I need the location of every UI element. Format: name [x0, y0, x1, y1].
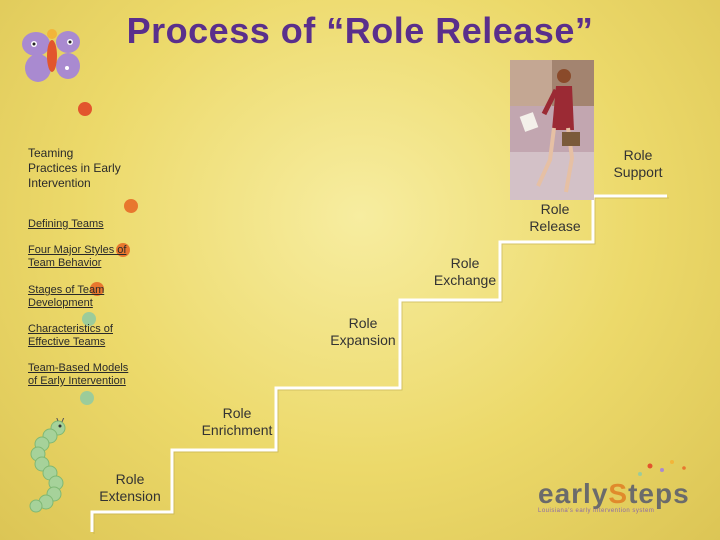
sparkle-dots-icon: [638, 460, 686, 476]
link-defining-teams[interactable]: Defining Teams: [28, 218, 104, 230]
logo-tagline: Louisiana's early intervention system: [538, 508, 655, 514]
decorative-dot: [82, 312, 96, 326]
butterfly-icon: [22, 29, 80, 82]
decorative-dot: [90, 282, 104, 296]
decorative-dot: [78, 102, 92, 116]
logo-wordmark: earlySteps: [538, 478, 690, 509]
woman-climbing-photo: [510, 60, 594, 200]
section-heading: Teaming Practices in Early Intervention: [28, 146, 121, 190]
early-steps-logo: earlySteps Louisiana's early interventio…: [538, 460, 690, 514]
decorative-dot: [124, 199, 138, 213]
decorative-dot: [80, 391, 94, 405]
caterpillar-icon: [29, 418, 66, 513]
page-title: Process of “Role Release”: [126, 10, 594, 51]
decorative-dot: [116, 243, 130, 257]
